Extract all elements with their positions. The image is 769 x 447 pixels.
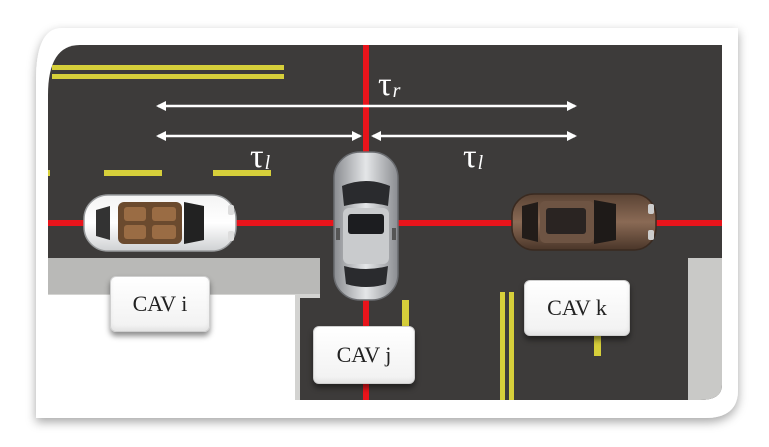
lane-marking-k-2 bbox=[509, 292, 514, 400]
tau-l-label-left: τl bbox=[250, 140, 270, 174]
lane-marking-j-right bbox=[402, 300, 409, 330]
cav-i-label: CAV i bbox=[110, 276, 210, 332]
cav-k-car bbox=[511, 193, 657, 251]
tau-l-label-right: τl bbox=[463, 140, 483, 174]
cav-k-label: CAV k bbox=[524, 280, 630, 336]
tau-r-subscript: r bbox=[392, 80, 401, 102]
tau-l-symbol-left: τ bbox=[250, 138, 264, 175]
tau-l-subscript-left: l bbox=[264, 152, 271, 174]
lane-marking-k-1 bbox=[500, 292, 505, 400]
lane-marking-k-3 bbox=[594, 330, 601, 356]
lane-marking-top-1 bbox=[52, 65, 284, 70]
cav-j-label: CAV j bbox=[313, 326, 415, 384]
lane-dash-3 bbox=[213, 170, 271, 176]
tau-r-label: τr bbox=[378, 68, 400, 102]
cav-i-car bbox=[83, 194, 237, 252]
tau-r-symbol: τ bbox=[378, 66, 392, 103]
lane-dash-1 bbox=[48, 170, 50, 176]
tau-l-symbol-right: τ bbox=[463, 138, 477, 175]
tau-l-subscript-right: l bbox=[477, 152, 484, 174]
lane-dash-2 bbox=[104, 170, 162, 176]
lane-marking-top-2 bbox=[52, 74, 284, 79]
sidewalk-right bbox=[688, 258, 722, 400]
cav-j-car bbox=[333, 151, 399, 301]
